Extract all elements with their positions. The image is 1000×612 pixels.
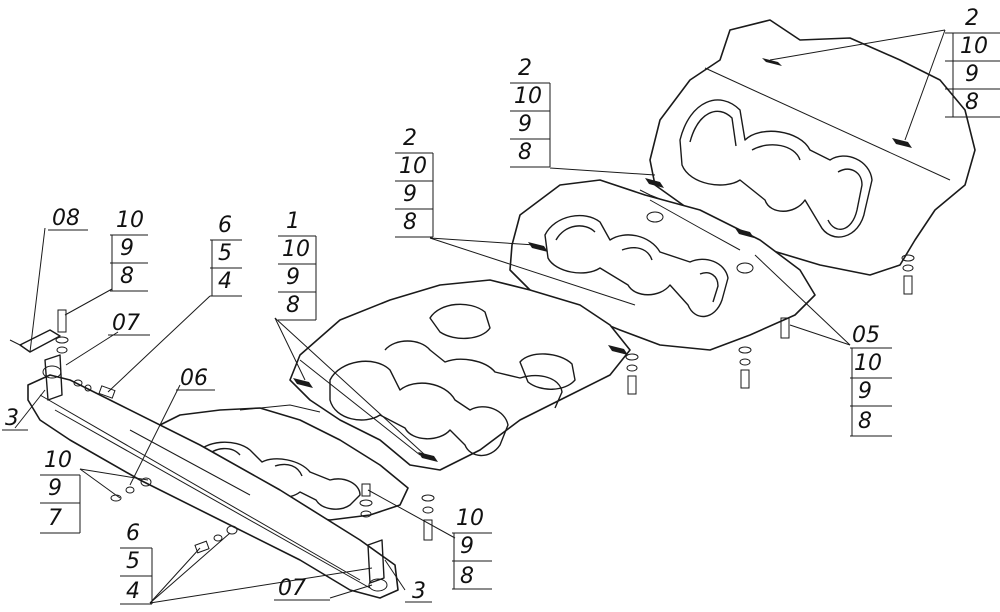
callout-label: 8 bbox=[965, 90, 979, 115]
callout-label: 6 bbox=[218, 213, 232, 238]
callout-label: 8 bbox=[858, 409, 872, 434]
bolt-stack-center bbox=[359, 483, 435, 541]
skid-plate-middle-upper bbox=[509, 178, 816, 351]
callout-label: 8 bbox=[518, 140, 532, 165]
callout-label: 2 bbox=[403, 126, 417, 151]
callout-label: 1 bbox=[286, 209, 300, 234]
callout-label: 6 bbox=[126, 521, 140, 546]
fasteners bbox=[55, 254, 915, 554]
skid-plate-center bbox=[289, 279, 631, 471]
callout-label: 10 bbox=[456, 506, 484, 531]
bracket-08 bbox=[9, 329, 61, 353]
callout-label: 10 bbox=[960, 34, 988, 59]
callout-top-right: 2 10 9 8 bbox=[945, 6, 1000, 118]
callout-label: 10 bbox=[854, 351, 882, 376]
bolt-stack-left bbox=[55, 309, 238, 554]
callout-bottom-center: 10 9 8 bbox=[452, 506, 492, 590]
callout-label: 5 bbox=[126, 549, 140, 574]
callout-label: 8 bbox=[460, 564, 474, 589]
label-part-06: 06 bbox=[180, 366, 208, 391]
callout-left-bolt: 10 9 8 bbox=[110, 208, 148, 292]
callout-label: 9 bbox=[518, 112, 532, 137]
callout-label: 4 bbox=[126, 579, 140, 604]
label-part-3-left: 3 bbox=[5, 406, 19, 431]
leader-lines bbox=[14, 29, 946, 604]
callout-label: 8 bbox=[120, 264, 134, 289]
callout-center: 1 10 9 8 bbox=[278, 209, 317, 321]
callout-label: 10 bbox=[116, 208, 144, 233]
callout-label: 9 bbox=[965, 62, 979, 87]
bolt-stack-mid bbox=[625, 317, 790, 395]
side-rail bbox=[27, 354, 399, 599]
callout-label: 2 bbox=[965, 6, 979, 31]
callout-label: 7 bbox=[48, 506, 62, 531]
callout-label: 9 bbox=[403, 182, 417, 207]
label-part-3-bottom: 3 bbox=[412, 579, 426, 604]
callout-mid-upper: 2 10 9 8 bbox=[510, 56, 551, 168]
callout-label: 9 bbox=[460, 534, 474, 559]
callout-bottom-left-a: 10 9 7 bbox=[40, 448, 81, 534]
callout-label: 10 bbox=[399, 154, 427, 179]
callout-right: 05 10 9 8 bbox=[850, 323, 892, 437]
callout-label: 05 bbox=[852, 323, 880, 348]
callout-mid: 2 10 9 8 bbox=[395, 126, 434, 238]
label-part-08: 08 bbox=[52, 206, 80, 231]
callout-label: 4 bbox=[218, 269, 232, 294]
callout-label: 8 bbox=[286, 293, 300, 318]
callout-label: 10 bbox=[514, 84, 542, 109]
callout-bottom-left-b: 6 5 4 bbox=[120, 521, 153, 605]
callout-label: 2 bbox=[518, 56, 532, 81]
callout-label: 9 bbox=[120, 236, 134, 261]
callout-label: 10 bbox=[44, 448, 72, 473]
label-part-07-bottom: 07 bbox=[278, 576, 306, 601]
skid-plate-top-right bbox=[639, 19, 976, 276]
callout-label: 8 bbox=[403, 210, 417, 235]
callout-label: 9 bbox=[858, 379, 872, 404]
single-labels: 08 07 06 3 07 3 bbox=[2, 206, 432, 604]
label-part-07-top: 07 bbox=[112, 311, 140, 336]
callout-label: 9 bbox=[286, 265, 300, 290]
callout-left-upper: 6 5 4 bbox=[210, 213, 242, 297]
bolt-stack-top-right bbox=[901, 254, 915, 295]
callout-label: 10 bbox=[282, 237, 310, 262]
callout-label: 5 bbox=[218, 241, 232, 266]
callout-label: 9 bbox=[48, 476, 62, 501]
